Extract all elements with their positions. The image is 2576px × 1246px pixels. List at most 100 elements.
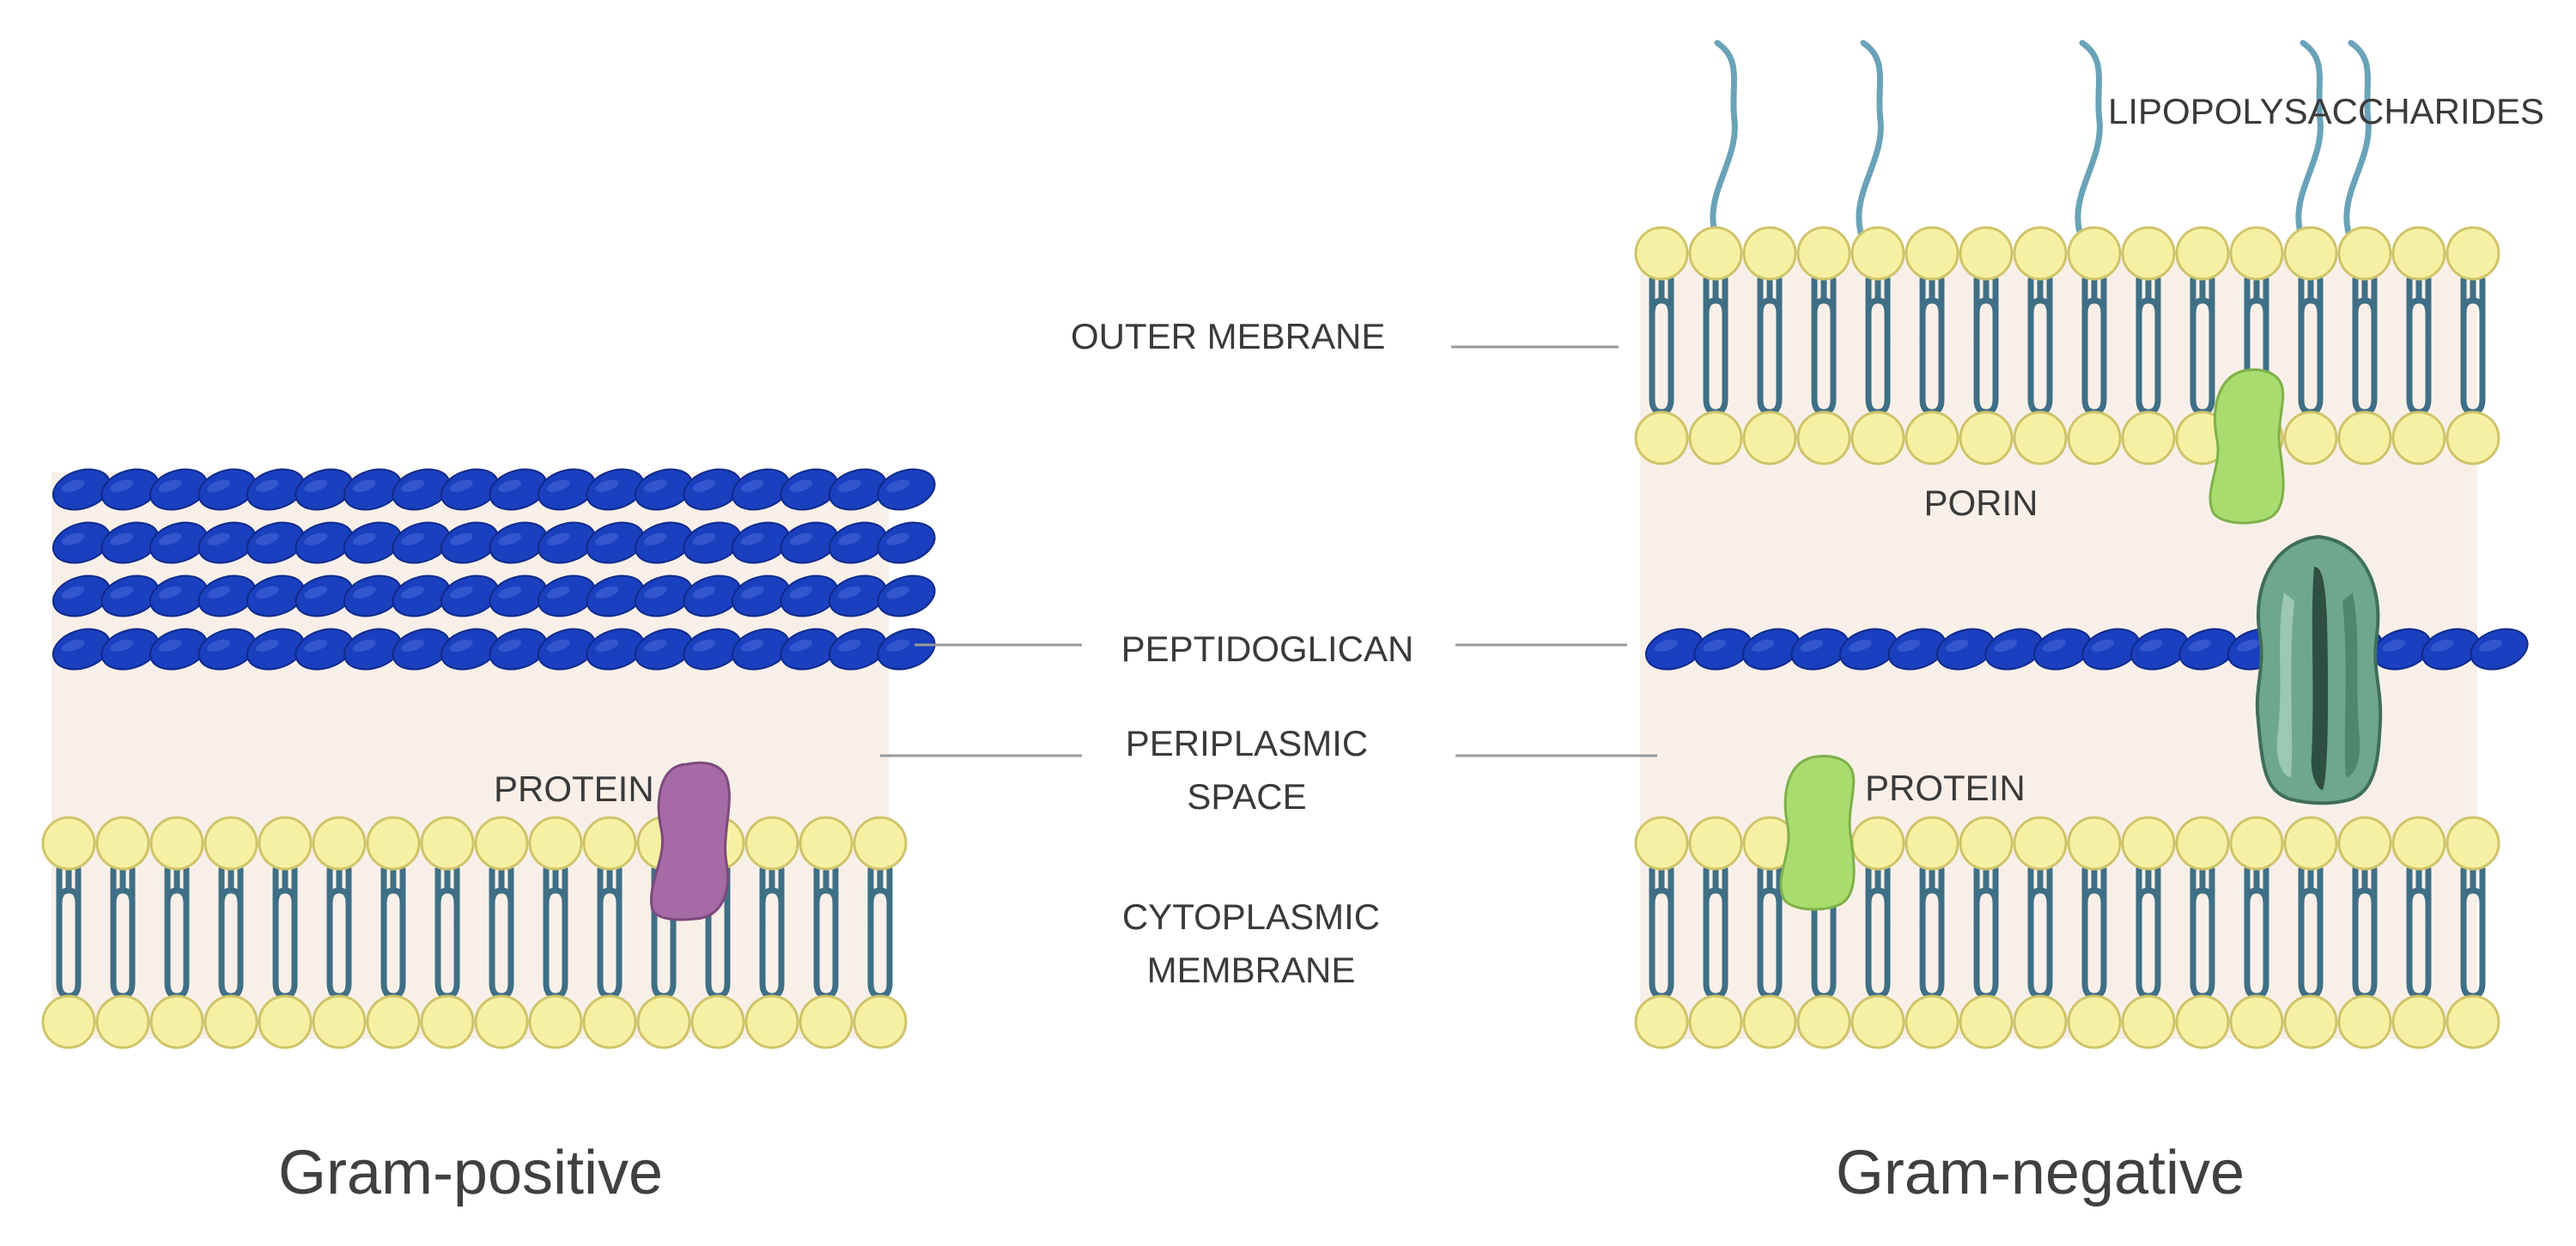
peptidoglycan-highlight <box>789 532 813 545</box>
lipid-head <box>420 994 475 1049</box>
lps-chain <box>1856 40 1884 244</box>
lipid-head <box>1850 410 1905 465</box>
lipid-head <box>1688 226 1743 281</box>
peptidoglycan-highlight <box>692 532 716 545</box>
peptidoglycan-highlight <box>2042 639 2066 652</box>
lipid-head <box>1850 816 1905 871</box>
peptidoglycan-highlight <box>643 479 667 492</box>
peptidoglycan-highlight <box>352 639 376 652</box>
peptidoglycan-highlight <box>1751 639 1775 652</box>
peptidoglycan-highlight <box>643 639 667 652</box>
lipid-head <box>853 816 908 871</box>
peptidoglycan-highlight <box>2382 639 2406 652</box>
lipid-head <box>258 816 313 871</box>
peptidoglycan-highlight <box>158 479 182 492</box>
peptidoglycan-highlight <box>2430 639 2454 652</box>
peptidoglycan-highlight <box>886 532 910 545</box>
lipid-head <box>1959 410 2014 465</box>
peptidoglycan-highlight <box>110 639 134 652</box>
peptidoglycan-highlight <box>595 479 619 492</box>
lipid-head <box>2067 994 2122 1049</box>
lipid-head <box>95 994 150 1049</box>
peptidoglycan-highlight <box>1703 639 1727 652</box>
periplasmic-space-label-line1: PERIPLASMIC <box>1126 723 1368 763</box>
peptidoglycan-highlight <box>61 586 85 599</box>
lipid-head <box>1959 226 2014 281</box>
peptidoglycan-highlight <box>886 479 910 492</box>
peptidoglycan-highlight <box>158 532 182 545</box>
lps-chain <box>2075 40 2103 244</box>
peptidoglycan-highlight <box>110 479 134 492</box>
lipid-head <box>366 816 421 871</box>
lipid-head <box>2067 410 2122 465</box>
peptidoglycan-highlight <box>207 532 231 545</box>
peptidoglycan-highlight <box>546 586 570 599</box>
peptidoglycan-highlight <box>207 639 231 652</box>
peptidoglycan-highlight <box>2236 639 2260 652</box>
lipid-head <box>204 994 258 1049</box>
peptidoglycan-highlight <box>449 479 473 492</box>
peptidoglycan-highlight <box>643 586 667 599</box>
lipid-head <box>1742 994 1797 1049</box>
peptidoglycan-highlight <box>2091 639 2115 652</box>
lipid-head <box>420 816 475 871</box>
lipopolysaccharides-label: LIPOPOLYSACCHARIDES <box>2108 91 2544 131</box>
lipid-head <box>1850 226 1905 281</box>
gram-negative-title: Gram-negative <box>1836 1139 2245 1207</box>
peptidoglycan-highlight <box>207 479 231 492</box>
lps-chain <box>2343 40 2372 244</box>
protein-blob-icon <box>1779 755 1856 911</box>
lipid-head <box>2175 994 2230 1049</box>
peptidoglycan-highlight <box>740 532 764 545</box>
lipid-head <box>2445 410 2500 465</box>
peptidoglycan-highlight <box>789 586 813 599</box>
lipid-head <box>2013 816 2068 871</box>
peptidoglycan-highlight <box>837 479 861 492</box>
gram-negative-cytoplasmic-membrane <box>1634 816 2500 1049</box>
peptidoglycan-highlight <box>740 479 764 492</box>
lipid-head <box>312 994 367 1049</box>
porin-channel-icon <box>2255 534 2383 805</box>
peptidoglycan-highlight <box>2139 639 2163 652</box>
lipid-head <box>582 816 637 871</box>
peptidoglycan-highlight <box>449 532 473 545</box>
peptidoglycan-highlight <box>255 532 279 545</box>
peptidoglycan-highlight <box>740 639 764 652</box>
lipid-head <box>2445 226 2500 281</box>
peptidoglycan-highlight <box>110 532 134 545</box>
peptidoglycan-highlight <box>498 586 522 599</box>
peptidoglycan-highlight <box>692 586 716 599</box>
lipid-head <box>582 994 637 1049</box>
peptidoglycan-highlight <box>498 639 522 652</box>
lipid-head <box>528 816 583 871</box>
lipid-head <box>2391 410 2446 465</box>
gram-negative-outer-membrane <box>1634 226 2500 465</box>
peptidoglycan-highlight <box>304 532 328 545</box>
peptidoglycan-highlight <box>158 586 182 599</box>
lipid-head <box>1634 816 1689 871</box>
lps-chain <box>2295 40 2324 244</box>
lipid-head <box>636 994 691 1049</box>
lipid-head <box>2283 410 2338 465</box>
peptidoglycan-unit <box>877 521 936 564</box>
peptidoglycan-highlight <box>352 532 376 545</box>
lipid-head <box>2445 994 2500 1049</box>
lipid-head <box>95 816 150 871</box>
lipid-head <box>1796 410 1851 465</box>
lipid-head <box>2013 226 2068 281</box>
peptidoglycan-highlight <box>546 532 570 545</box>
peptidoglycan-highlight <box>1800 639 1824 652</box>
lipid-head <box>312 816 367 871</box>
protein-label-left: PROTEIN <box>494 769 654 809</box>
peptidoglycan-highlight <box>352 586 376 599</box>
lipid-head <box>799 994 854 1049</box>
lipid-head <box>2337 410 2392 465</box>
peptidoglycan-highlight <box>498 532 522 545</box>
peptidoglycan-highlight <box>498 479 522 492</box>
porin-blob-icon <box>2208 368 2285 525</box>
gram-positive-title: Gram-positive <box>278 1139 663 1207</box>
lipid-head <box>204 816 258 871</box>
protein-blob-icon <box>650 761 731 921</box>
peptidoglycan-highlight <box>255 479 279 492</box>
peptidoglycan-highlight <box>1945 639 1969 652</box>
